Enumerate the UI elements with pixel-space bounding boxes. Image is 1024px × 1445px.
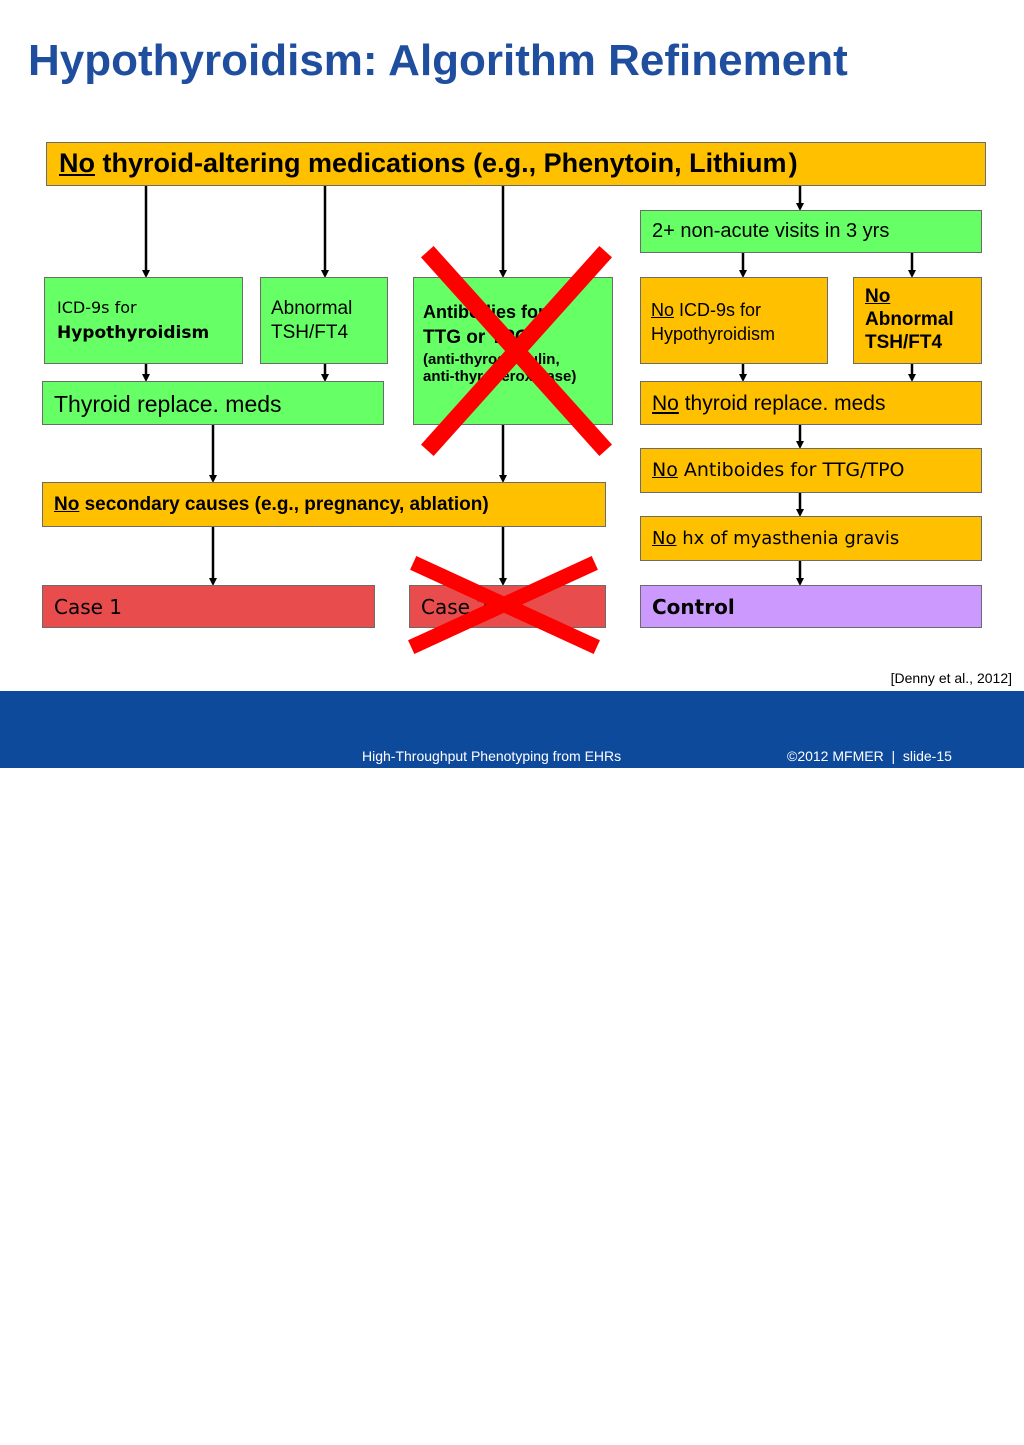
no-tsh-line3: TSH/FT4 — [865, 332, 943, 353]
no-label: No — [59, 148, 95, 178]
no-meds-no: No — [652, 392, 679, 415]
no-mg-no: No — [652, 528, 677, 549]
no-mg-text: hx of myasthenia gravis — [682, 528, 900, 549]
secondary-text: secondary causes (e.g., pregnancy, ablat… — [84, 494, 489, 515]
footer-center-text: High-Throughput Phenotyping from EHRs — [362, 748, 622, 764]
no-antib-no: No — [652, 459, 678, 481]
tsh-line2: TSH/FT4 — [271, 322, 349, 343]
secondary-no: No — [54, 494, 80, 515]
no-antib-text: Antiboides for TTG/TPO — [683, 459, 905, 481]
no-icd9-box: No ICD-9s for Hypothyroidism — [640, 277, 828, 364]
page-title: Hypothyroidism: Algorithm Refinement — [28, 36, 848, 85]
control-text: Control — [652, 595, 735, 619]
icd9-line2: Hypothyroidism — [57, 323, 210, 343]
no-secondary-causes-box: No secondary causes (e.g., pregnancy, ab… — [42, 482, 606, 527]
flow-arrows — [142, 186, 916, 586]
visits-text: 2+ non-acute visits in 3 yrs — [652, 220, 890, 242]
shield-icon — [26, 1418, 50, 1443]
logo-line1: MAYO — [20, 1391, 56, 1405]
no-tsh-no: No — [865, 286, 891, 307]
citation: [Denny et al., 2012] — [890, 670, 1012, 686]
abnormal-tsh-box: Abnormal TSH/FT4 — [260, 277, 388, 364]
icd9-hypothyroidism-box: ICD-9s for Hypothyroidism — [44, 277, 243, 364]
footer-bar: MAYO CLINIC — [0, 691, 1024, 1443]
mayo-clinic-logo: MAYO CLINIC — [14, 1391, 62, 1445]
footer-slide-number: ©2012 MFMER | slide-15 — [787, 748, 952, 764]
top-box-text: thyroid-altering medications (e.g., Phen… — [102, 148, 787, 178]
no-tsh-line2: Abnormal — [865, 309, 954, 330]
case1-box: Case 1 — [42, 585, 375, 628]
no-icd9-no: No — [651, 300, 675, 320]
icd9-line1: ICD-9s for — [57, 298, 137, 317]
no-meds-text: thyroid replace. meds — [684, 392, 886, 415]
no-abnormal-tsh-box: No Abnormal TSH/FT4 — [853, 277, 982, 364]
no-icd9-text: ICD-9s for — [679, 300, 762, 320]
no-icd9-line2: Hypothyroidism — [651, 324, 776, 344]
visits-box: 2+ non-acute visits in 3 yrs — [640, 210, 982, 253]
top-box-close: ) — [788, 148, 798, 178]
thyroid-replace-meds-box: Thyroid replace. meds — [42, 381, 384, 425]
no-thyroid-replace-meds-box: No thyroid replace. meds — [640, 381, 982, 425]
case2-cross-out-mark — [408, 556, 600, 654]
logo-line2: CLINIC — [18, 1402, 58, 1416]
meds-text: Thyroid replace. meds — [54, 391, 282, 417]
no-antibodies-box: No Antiboides for TTG/TPO — [640, 448, 982, 493]
antibodies-cross-out-mark — [420, 245, 613, 457]
tsh-line1: Abnormal — [271, 298, 353, 319]
case1-text: Case 1 — [54, 595, 123, 619]
no-myasthenia-box: No hx of myasthenia gravis — [640, 516, 982, 561]
no-thyroid-altering-meds-box: No thyroid-altering medications (e.g., P… — [46, 142, 986, 186]
control-box: Control — [640, 585, 982, 628]
